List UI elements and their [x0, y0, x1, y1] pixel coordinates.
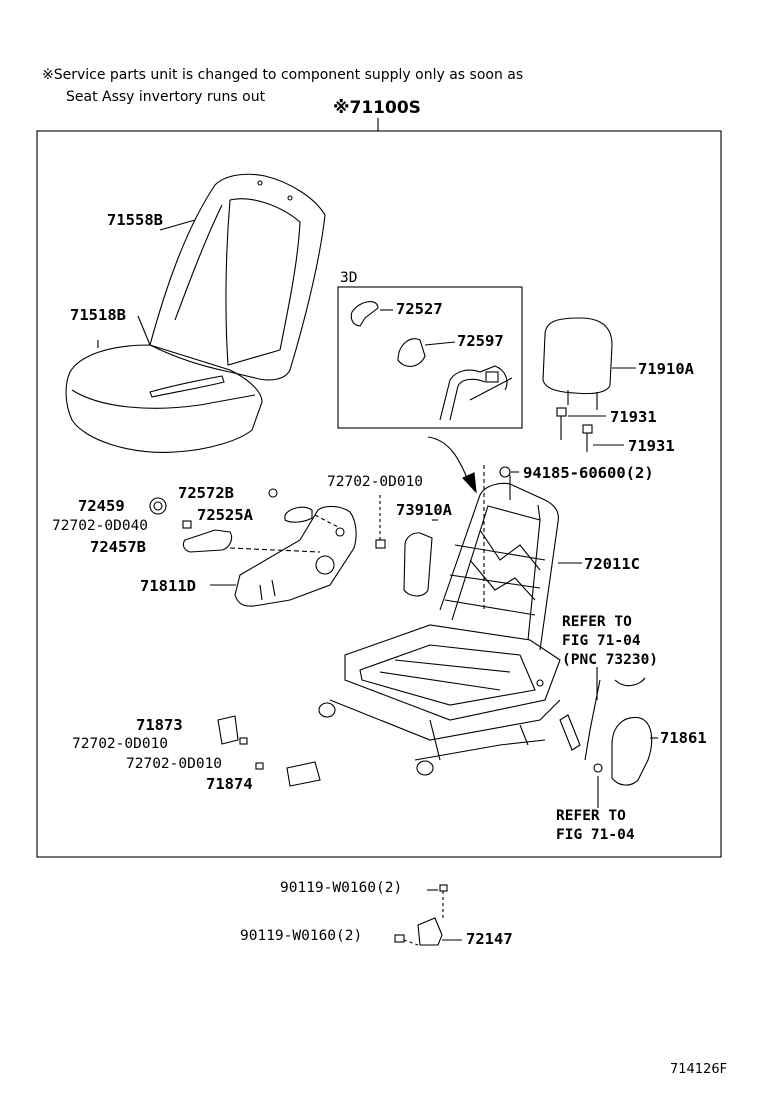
part-label-72702-0D010-top[interactable]: 72702-0D010 [327, 474, 424, 490]
refer-to-line1: REFER TO [562, 614, 632, 630]
part-label-72702-0D010-mid[interactable]: 72702-0D010 [72, 736, 169, 752]
cushion-pad-drawing [65, 315, 263, 453]
headrest-drawing [542, 317, 613, 410]
trim-72525A-drawing [284, 506, 313, 523]
bracket-71873-drawing [217, 715, 248, 745]
part-label-72702-0D040[interactable]: 72702-0D040 [52, 518, 149, 534]
part-label-90119-W0160-b[interactable]: 90119-W0160(2) [240, 928, 363, 944]
cap-72459-drawing [149, 497, 167, 515]
seatback-pad-drawing [149, 173, 326, 381]
knob-72457B-drawing [182, 529, 233, 553]
detail-box-label: 3D [340, 270, 358, 286]
refer-fig-line2[interactable]: FIG 71-04 [562, 633, 641, 649]
service-note-line2: Seat Assy invertory runs out [66, 89, 266, 105]
refer2-to-line1: REFER TO [556, 808, 626, 824]
part-label-72572B[interactable]: 72572B [178, 484, 234, 502]
nut-94185-drawing [499, 466, 511, 478]
refer2-fig-line2[interactable]: FIG 71-04 [556, 827, 635, 843]
detail-3d-box [337, 286, 523, 429]
part-label-72457B[interactable]: 72457B [90, 538, 146, 556]
part-label-71931-a[interactable]: 71931 [610, 408, 657, 426]
bracket-71874-drawing [255, 761, 321, 787]
assembly-label: ※71100S [333, 98, 421, 118]
part-label-71811D[interactable]: 71811D [140, 577, 196, 595]
part-label-71874[interactable]: 71874 [206, 775, 253, 793]
figure-id: 714126F [670, 1062, 728, 1077]
airbag-drawing [403, 532, 433, 597]
part-label-90119-W0160-a[interactable]: 90119-W0160(2) [280, 880, 403, 896]
part-label-72525A[interactable]: 72525A [197, 506, 253, 524]
part-label-72147[interactable]: 72147 [466, 930, 513, 948]
part-label-72702-0D010-low[interactable]: 72702-0D010 [126, 756, 223, 772]
part-label-71931-b[interactable]: 71931 [628, 437, 675, 455]
refer-pnc-line3: (PNC 73230) [562, 652, 659, 668]
seat-frame-drawing [318, 475, 561, 776]
part-label-72527[interactable]: 72527 [396, 300, 443, 318]
part-label-71518B[interactable]: 71518B [70, 306, 126, 324]
detail-3d-parts [350, 301, 513, 421]
part-label-71558B[interactable]: 71558B [107, 211, 163, 229]
service-note-line1: ※Service parts unit is changed to compon… [42, 67, 524, 83]
recliner-cover-drawing [234, 505, 357, 607]
assembly-frame [36, 130, 722, 858]
part-label-72011C[interactable]: 72011C [584, 555, 640, 573]
part-label-72597[interactable]: 72597 [457, 332, 504, 350]
clip-72572B-drawing [268, 488, 278, 498]
part-label-71861[interactable]: 71861 [660, 729, 707, 747]
part-label-73910A[interactable]: 73910A [396, 501, 452, 519]
part-label-72459[interactable]: 72459 [78, 497, 125, 515]
part-label-71873[interactable]: 71873 [136, 716, 183, 734]
bracket-72147-drawing [394, 884, 448, 946]
part-label-71910A[interactable]: 71910A [638, 360, 694, 378]
pin-drawings [556, 407, 593, 452]
part-label-94185-60600[interactable]: 94185-60600(2) [523, 464, 654, 482]
buckle-drawing [559, 677, 653, 786]
